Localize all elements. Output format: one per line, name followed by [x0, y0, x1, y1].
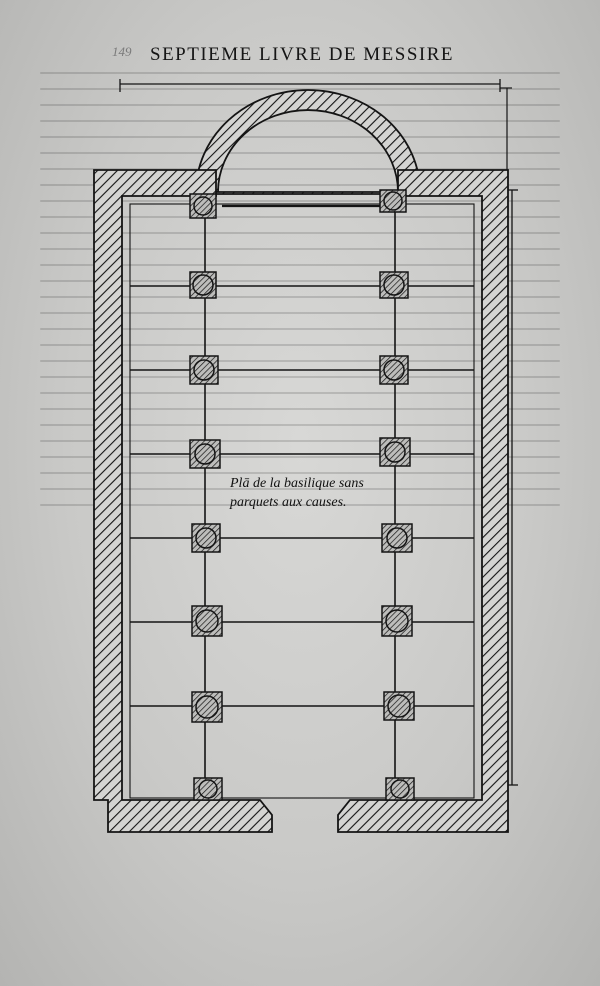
column-left-8: [193, 777, 223, 801]
show-through-text: [40, 72, 560, 532]
columns: [189, 189, 415, 801]
column-right-6: [381, 605, 413, 637]
column-left-6: [191, 605, 223, 637]
column-left-7: [191, 691, 223, 723]
column-right-4: [379, 437, 411, 467]
caption-line-1: Plā de la basilique sans: [230, 476, 364, 491]
apse-wall: [195, 89, 421, 193]
column-right-1: [379, 189, 407, 213]
column-right-8: [385, 777, 415, 801]
column-left-4: [189, 439, 221, 469]
top-scale-rule: [119, 79, 501, 92]
column-left-3: [189, 355, 219, 385]
column-right-5: [381, 523, 413, 553]
column-right-7: [383, 691, 415, 721]
inner-wall-line: [129, 203, 475, 799]
caption-line-2: parquets aux causes.: [230, 495, 347, 510]
running-title: SEPTIEME LIVRE DE MESSIRE: [150, 44, 455, 65]
column-right-2: [379, 271, 409, 299]
folio-number: 149: [112, 44, 132, 59]
column-left-2: [189, 271, 217, 299]
column-left-1: [189, 193, 217, 219]
plan-caption: Plā de la basilique sans parquets aux ca…: [230, 474, 370, 512]
column-right-3: [379, 355, 409, 385]
column-left-5: [191, 523, 221, 553]
